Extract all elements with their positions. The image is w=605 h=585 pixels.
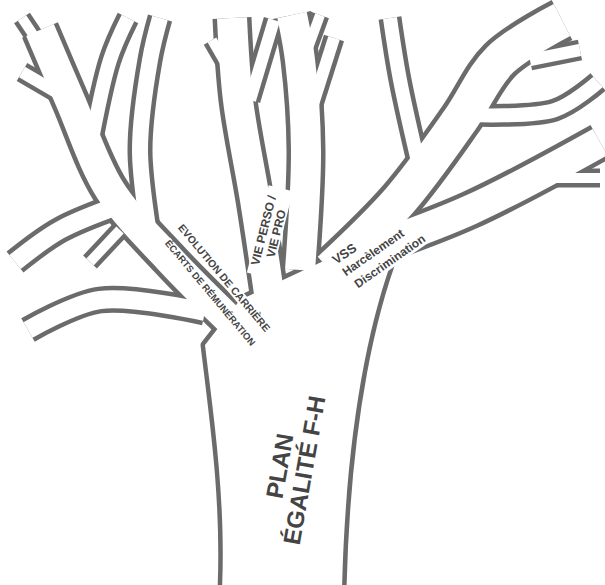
tree-branch xyxy=(15,205,120,262)
tree-branch xyxy=(390,18,420,170)
tree-branch xyxy=(140,18,160,240)
tree-branch xyxy=(15,205,120,262)
tree-branch xyxy=(90,230,120,262)
tree-branch xyxy=(90,18,128,150)
tree-branch xyxy=(90,18,128,150)
tree-branch xyxy=(22,18,50,60)
tree-branch xyxy=(250,20,274,100)
tree-outline xyxy=(15,15,600,585)
tree-branch xyxy=(520,173,600,183)
tree-branch xyxy=(212,40,242,92)
tree-branch xyxy=(22,72,70,100)
tree-branch xyxy=(250,20,274,100)
tree-branch xyxy=(28,299,205,330)
tree-branch xyxy=(140,18,160,240)
tree-branch xyxy=(28,299,205,330)
tree-branch xyxy=(470,82,598,115)
tree-branch xyxy=(300,15,320,70)
tree-branch xyxy=(90,230,120,262)
tree-branch xyxy=(390,18,420,170)
tree-outline xyxy=(15,15,600,585)
tree-branch xyxy=(530,50,580,60)
